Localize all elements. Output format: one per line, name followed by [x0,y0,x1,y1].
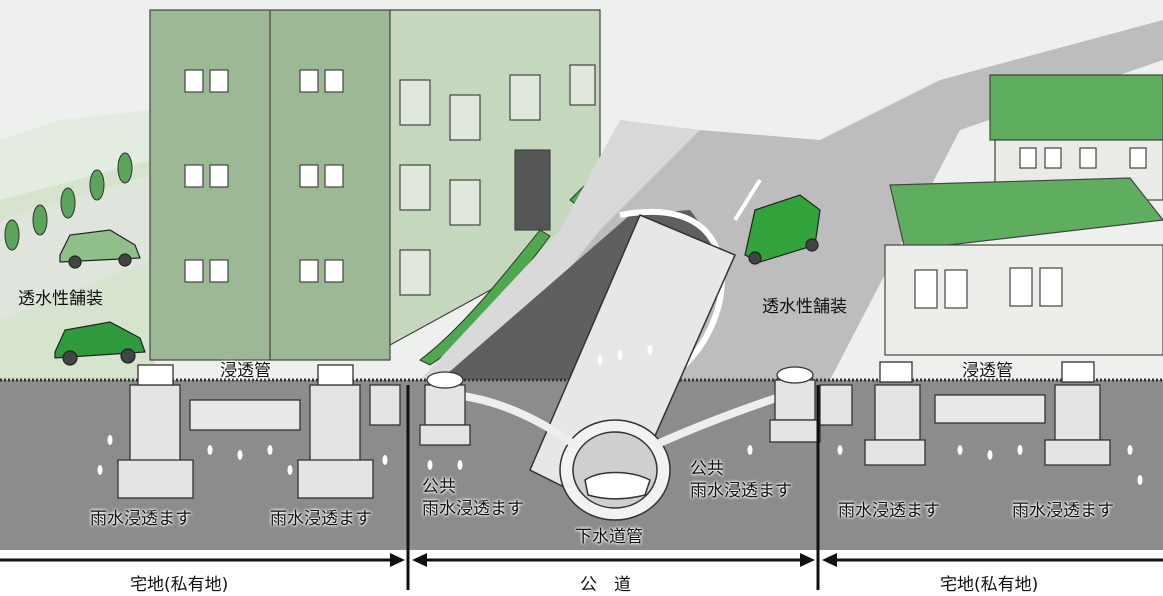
car-on-road [744,194,821,265]
row-of-trees [4,152,133,251]
label-sewer-pipe: 下水道管 [575,527,643,547]
label-permeable-paving-left: 透水性舗装 [18,289,103,309]
zone-left-private: 宅地(私有地) [130,575,229,595]
right-infiltration-system [819,361,1111,466]
label-public-inlet-right-line2: 雨水浸透ます [690,481,792,501]
label-rain-inlet-4: 雨水浸透ます [1012,501,1114,521]
label-public-inlet-right-line1: 公共 [690,459,724,479]
house-front-right [884,177,1163,356]
label-rain-inlet-1: 雨水浸透ます [90,509,192,529]
label-rain-inlet-3: 雨水浸透ます [838,501,940,521]
left-infiltration-system [117,364,401,499]
car-left-bottom [54,321,146,366]
label-infiltration-pipe-left: 浸透管 [220,361,271,381]
label-permeable-paving-right: 透水性舗装 [762,297,847,317]
label-infiltration-pipe-right: 浸透管 [962,361,1013,381]
label-public-inlet-left-line1: 公共 [422,477,456,497]
public-inlet-right [769,366,821,443]
zone-public-road: 公 道 [580,575,631,595]
apartment-building [149,9,601,361]
car-left-top [59,229,141,269]
sewer-pipe [529,214,736,521]
label-rain-inlet-2: 雨水浸透ます [270,509,372,529]
public-inlet-left [419,371,471,446]
zone-arrows [0,385,1163,590]
zone-right-private: 宅地(私有地) [940,575,1039,595]
label-public-inlet-left-line2: 雨水浸透ます [422,499,524,519]
water-drops [97,345,1143,485]
